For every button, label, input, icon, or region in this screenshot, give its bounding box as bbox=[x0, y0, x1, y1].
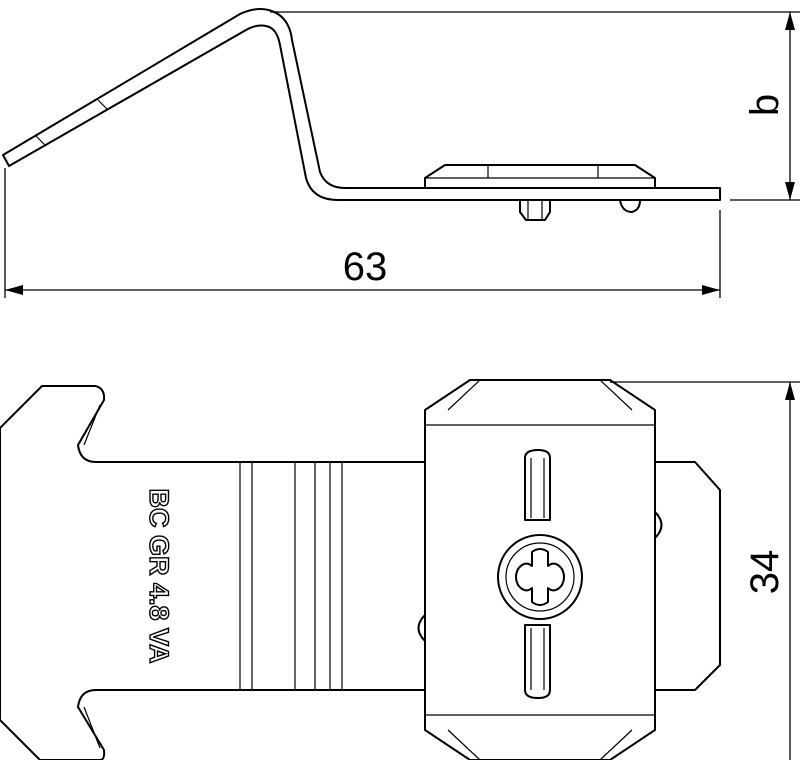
bolt bbox=[519, 199, 551, 221]
dimension-b-label: b bbox=[743, 94, 787, 116]
plate-profile bbox=[424, 164, 656, 189]
dimension-63: 63 bbox=[4, 168, 721, 298]
clip-profile bbox=[2, 8, 721, 201]
slot-bottom bbox=[524, 624, 551, 699]
cross-recess-icon bbox=[515, 548, 565, 606]
screw-head bbox=[497, 534, 583, 620]
dimension-b: b bbox=[270, 11, 800, 201]
engraving-text: BC GR 4.8 VA bbox=[144, 488, 174, 663]
dimension-34-label: 34 bbox=[743, 550, 787, 595]
top-view: BC GR 4.8 VA bbox=[0, 379, 721, 760]
plate bbox=[424, 379, 656, 760]
side-view bbox=[2, 8, 721, 221]
dimension-34: 34 bbox=[610, 381, 800, 760]
slot-top bbox=[524, 449, 551, 521]
dimension-63-label: 63 bbox=[343, 245, 388, 289]
